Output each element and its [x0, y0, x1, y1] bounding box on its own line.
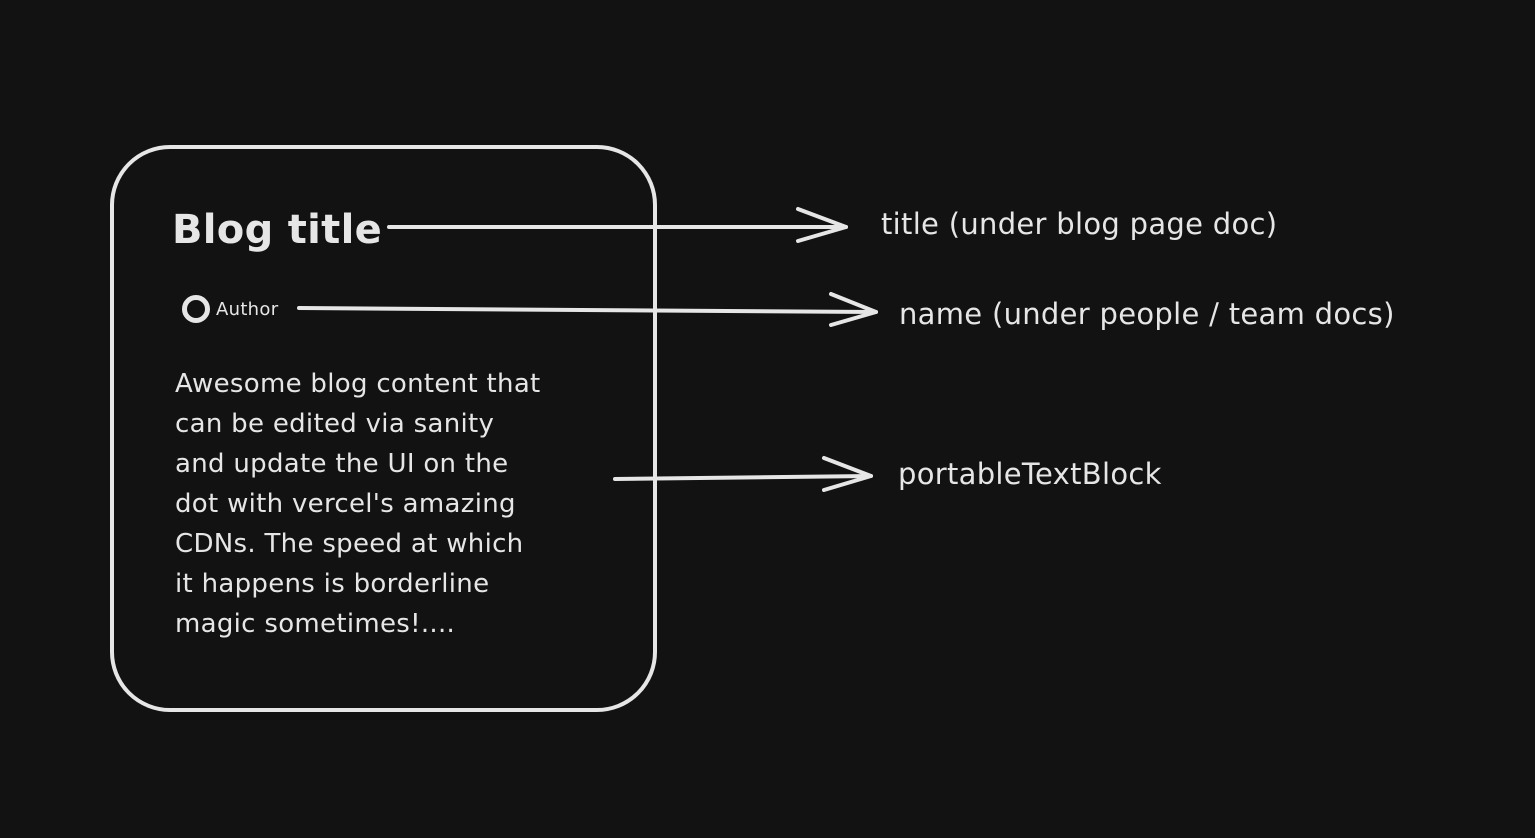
- author-avatar: [182, 295, 210, 323]
- blog-body-text: Awesome blog content that can be edited …: [175, 364, 625, 644]
- arrow-body: [613, 456, 873, 492]
- blog-card-outline: [110, 145, 657, 712]
- blog-title: Blog title: [172, 207, 383, 253]
- body-line: Awesome blog content that: [175, 369, 541, 399]
- arrow-author: [297, 292, 878, 327]
- arrow-title: [387, 207, 848, 243]
- body-line: and update the UI on the: [175, 449, 509, 479]
- name-field-label: name (under people / team docs): [899, 297, 1395, 331]
- body-line: can be edited via sanity: [175, 409, 495, 439]
- body-line: it happens is borderline: [175, 569, 490, 599]
- body-line: dot with vercel's amazing: [175, 489, 516, 519]
- body-line: magic sometimes!....: [175, 609, 456, 639]
- portable-text-block-label: portableTextBlock: [898, 457, 1162, 491]
- author-label: Author: [216, 299, 279, 320]
- body-line: CDNs. The speed at which: [175, 529, 524, 559]
- title-field-label: title (under blog page doc): [881, 207, 1278, 241]
